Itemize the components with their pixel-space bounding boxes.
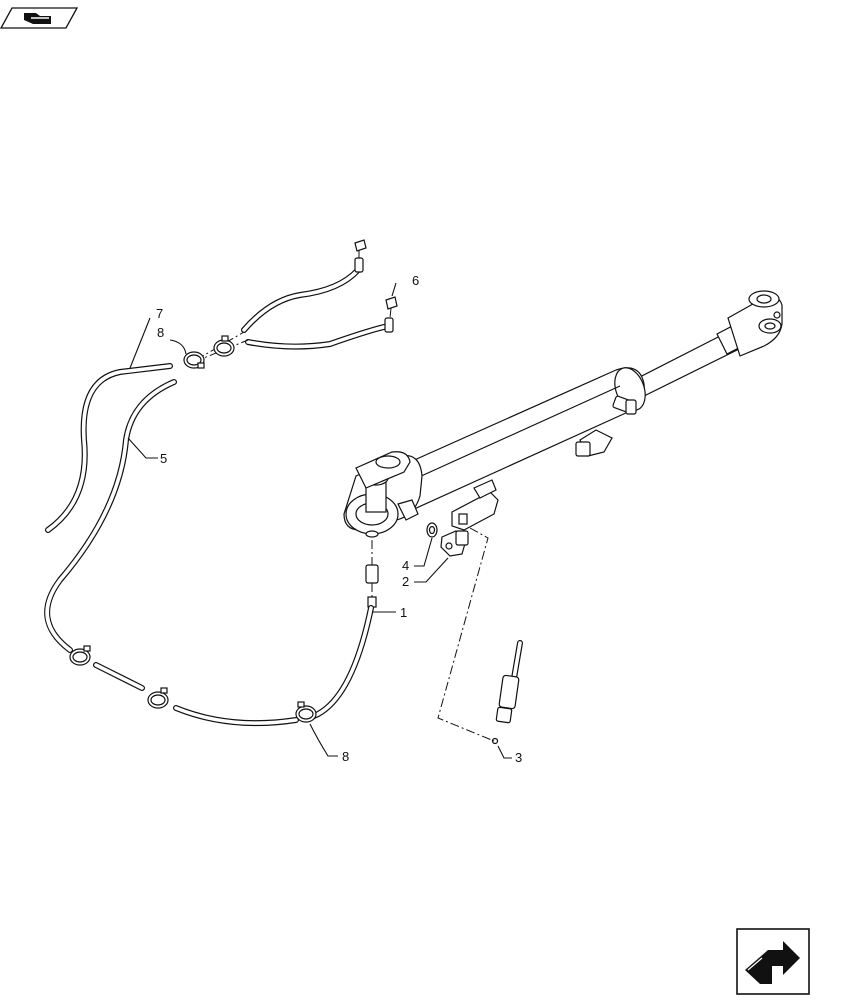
hose-part-7-line xyxy=(45,363,173,533)
base-clevis xyxy=(343,451,423,538)
callout-2: 2 xyxy=(402,574,409,589)
callout-3: 3 xyxy=(515,750,522,765)
upper-fittings xyxy=(354,239,398,333)
callout-1: 1 xyxy=(400,605,407,620)
callout-7: 7 xyxy=(156,306,163,321)
callout-8-bottom: 8 xyxy=(342,749,349,764)
hose-clamps-part-8 xyxy=(69,335,317,723)
rod-clevis xyxy=(727,290,783,357)
upper-hoses xyxy=(193,267,391,363)
callout-4: 4 xyxy=(402,558,409,573)
elbow-fitting-part-2 xyxy=(440,530,469,557)
callout-8-top: 8 xyxy=(157,325,164,340)
hose-part-1-line xyxy=(44,379,374,727)
catalog-badge-icon[interactable] xyxy=(0,7,79,29)
fitting-part-1 xyxy=(365,540,379,608)
valve-block xyxy=(451,479,499,531)
callout-labels: 1 2 3 4 5 6 7 8 8 xyxy=(156,273,522,765)
leader-lines xyxy=(127,282,512,759)
callout-6: 6 xyxy=(412,273,419,288)
fitting-part-4 xyxy=(426,522,438,538)
next-page-arrow-icon[interactable] xyxy=(736,928,810,995)
barrel-fitting-side xyxy=(575,429,613,457)
cylinder-barrel xyxy=(391,367,646,511)
callout-5: 5 xyxy=(160,451,167,466)
hose-assembly-part-3 xyxy=(437,527,523,745)
barrel-fitting-top xyxy=(612,395,637,415)
hydraulic-cylinder xyxy=(343,290,783,538)
